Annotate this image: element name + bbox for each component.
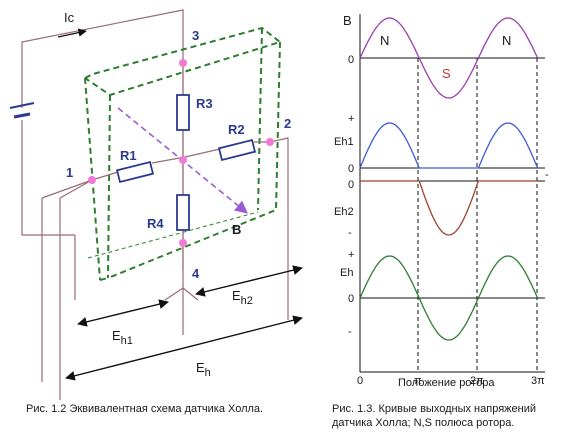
resistor-r3: [176, 94, 190, 131]
eh-label: Eh: [196, 360, 211, 379]
field-label: B: [232, 222, 241, 237]
eh1-top-label: +: [348, 113, 354, 125]
right-caption-line-1: Рис. 1.3. Кривые выходных напряжений: [332, 403, 536, 415]
eh1-arrow: [77, 299, 169, 327]
hall-lead-wires: [41, 137, 289, 400]
hall-element-back-edge: [87, 211, 259, 259]
resistor-r1-label: R1: [120, 148, 137, 163]
resistor-r1: [115, 160, 155, 184]
x-tick-pi: π: [414, 375, 422, 387]
x-axis-label: Положение ротора: [398, 377, 495, 389]
eh2-ylabel: Eh2: [334, 206, 354, 218]
current-arrow: [57, 28, 87, 38]
b-ylabel: B: [343, 13, 352, 28]
eh1-ylabel: Eh1: [334, 136, 354, 148]
current-label: Ic: [64, 10, 75, 25]
eh1-curve: [359, 122, 539, 169]
node-4: [179, 239, 187, 247]
resistor-r2: [217, 138, 257, 162]
x-tick-3pi: 3π: [531, 375, 545, 387]
s-label: S: [442, 66, 451, 81]
x-tick-2pi: 2π: [470, 375, 484, 387]
eh-arrow: [65, 315, 303, 381]
hall-output-chart: B 0 N S N + Eh1 0 - 0 Eh2 - + Eh 0 - 0 π…: [334, 13, 549, 389]
right-caption-line-2: датчика Холла; N,S полюса ротора.: [332, 417, 515, 429]
resistor-r4: [176, 194, 190, 231]
eh2-bottom-label: -: [348, 227, 352, 239]
b-curve: [359, 17, 539, 99]
eh1-bottom-label: -: [545, 169, 549, 181]
x-tick-0: 0: [357, 375, 363, 387]
node-2-label: 2: [284, 116, 291, 131]
node-3: [179, 59, 187, 67]
eh2-arrow: [195, 265, 303, 297]
b-zero-label: 0: [348, 54, 354, 66]
battery-icon: [9, 102, 35, 119]
node-3-label: 3: [192, 28, 199, 43]
n-label-1: N: [380, 33, 389, 48]
eh2-curve: [360, 180, 538, 236]
eh-curve: [359, 255, 539, 341]
equivalent-circuit: Ic: [9, 9, 303, 400]
eh-top-label: +: [348, 249, 354, 261]
n-label-2: N: [502, 33, 511, 48]
node-center: [179, 156, 187, 164]
current-loop: [21, 9, 184, 270]
left-caption: Рис. 1.2 Эквивалентная схема датчика Хол…: [26, 403, 264, 415]
node-2: [266, 138, 274, 146]
resistor-r2-label: R2: [228, 122, 245, 137]
node-1-label: 1: [66, 165, 73, 180]
resistor-r4-label: R4: [147, 216, 164, 231]
resistor-r3-label: R3: [196, 96, 213, 111]
eh-ylabel: Eh: [340, 267, 353, 279]
eh-zero-label: 0: [348, 293, 354, 305]
eh-bottom-label: -: [348, 326, 352, 338]
eh1-zero-label: 0: [348, 163, 354, 175]
right-caption: Рис. 1.3. Кривые выходных напряжений дат…: [332, 402, 567, 430]
node-1: [88, 176, 96, 184]
node-4-label: 4: [192, 266, 200, 281]
eh1-label: Eh1: [112, 328, 133, 347]
eh2-zero-label: 0: [348, 179, 354, 191]
eh2-label: Eh2: [232, 288, 253, 307]
